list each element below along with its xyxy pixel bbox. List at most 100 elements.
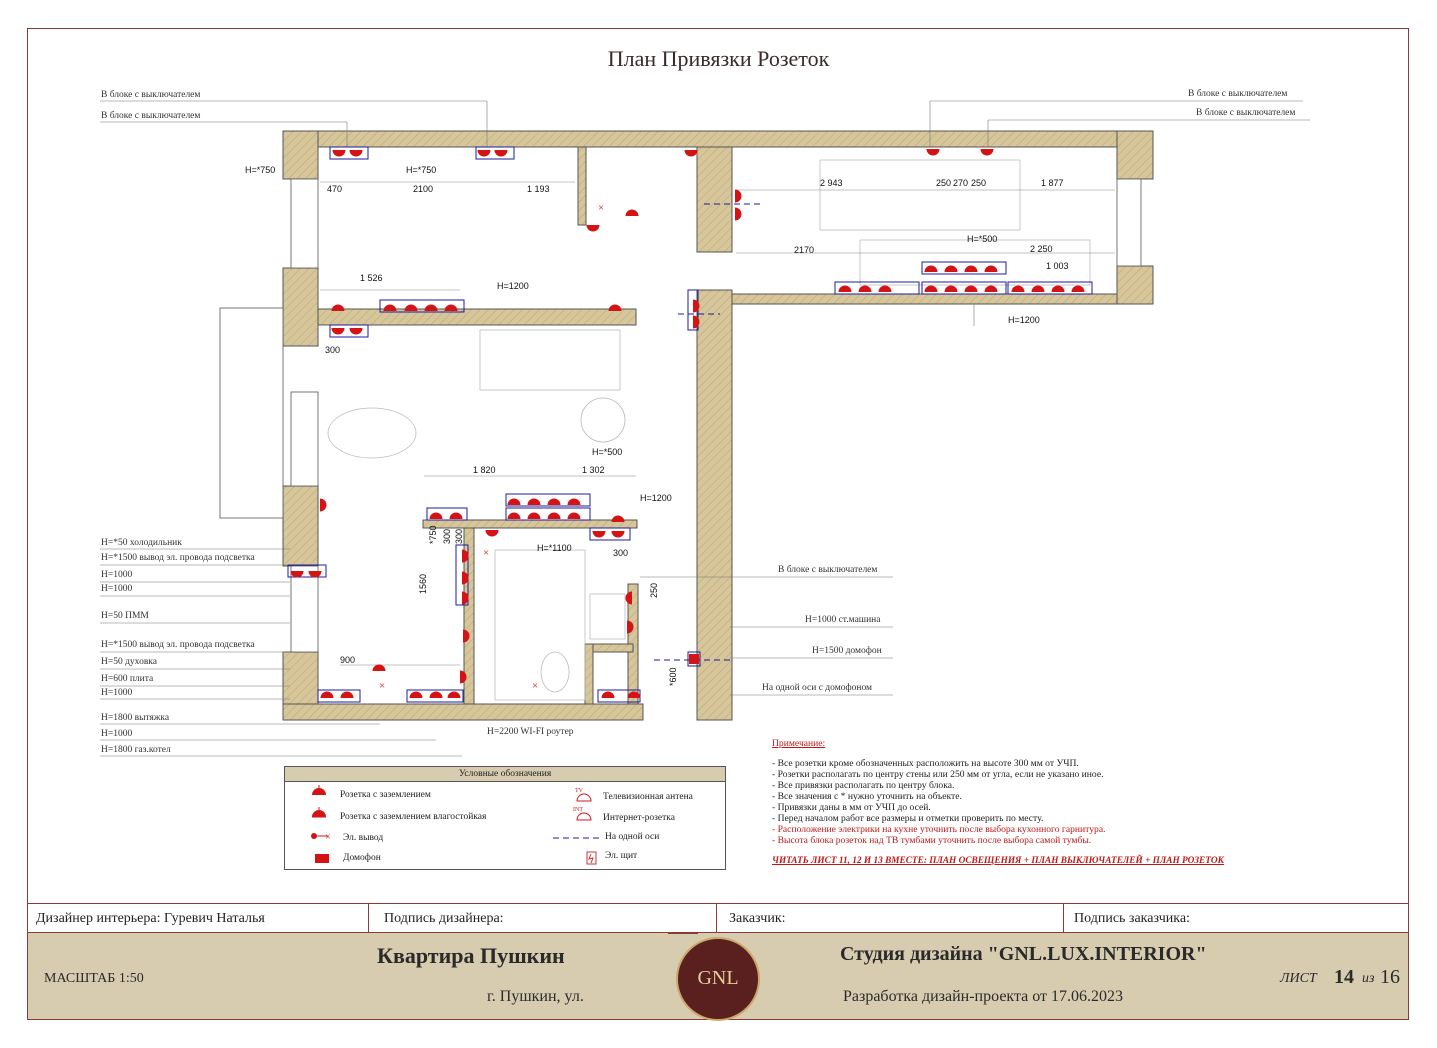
height-label: H=*1500 вывод эл. провода подсветка — [101, 553, 255, 563]
note-line-red: - Высота блока розеток над ТВ тумбами ут… — [772, 835, 1092, 846]
socket-boxes — [287, 146, 1093, 703]
furniture — [327, 159, 1091, 701]
socket-icon — [547, 498, 561, 505]
legend-label: Домофон — [343, 853, 381, 863]
sheet-number: 14 — [1334, 966, 1354, 988]
socket-icon — [625, 591, 632, 605]
legend-panel-icon — [586, 851, 597, 865]
socket-icon — [349, 328, 363, 335]
socket-icon — [984, 285, 998, 292]
dim-text: 300 — [454, 528, 464, 544]
studio-logo: GNL — [676, 937, 760, 1021]
legend-socket-wet-icon — [312, 807, 326, 818]
dim-text: 2 250 — [1030, 244, 1053, 254]
socket-icon — [320, 691, 334, 698]
windows — [219, 178, 1142, 653]
legend-socket-icon — [312, 785, 326, 795]
socket-icon — [409, 691, 423, 698]
height-label: H=1800 газ.котел — [101, 745, 171, 755]
note-line: - Перед началом работ все размеры и отме… — [772, 813, 1044, 824]
socket-icon — [567, 498, 581, 505]
height-label: H=600 плита — [101, 674, 154, 684]
socket-icon — [320, 498, 327, 512]
socket-icon — [878, 285, 892, 292]
divider — [716, 904, 717, 933]
height-label: H=50 духовка — [101, 657, 157, 667]
legend-icons: × TV INT — [311, 785, 603, 865]
legend-label: Розетка с заземлением влагостойкая — [340, 812, 487, 822]
socket-icon — [494, 150, 508, 157]
socket-icon — [290, 571, 304, 578]
height-label: H=1800 вытяжка — [101, 713, 170, 723]
notes-heading: Примечание: — [772, 738, 826, 749]
project-address: г. Пушкин, ул. — [487, 988, 584, 1005]
callout-block-switch-5: В блоке с выключателем — [778, 565, 878, 575]
dim-text: 1 193 — [527, 184, 550, 194]
socket-icon — [462, 549, 469, 563]
socket-icon — [372, 664, 386, 671]
socket-icon — [735, 207, 742, 221]
height-label: H=*1500 вывод эл. провода подсветка — [101, 640, 255, 650]
outlet-icon: × — [379, 680, 385, 692]
height-label: H=1000 — [101, 729, 133, 739]
height-label: H=1000 — [101, 570, 133, 580]
title-block-footer: МАСШТАБ 1:50 Квартира Пушкин г. Пушкин, … — [28, 933, 1408, 1021]
dim-text: 1 302 — [582, 465, 605, 475]
dimension-lines — [320, 181, 1115, 666]
socket-icon — [984, 265, 998, 272]
socket-icon — [485, 530, 499, 537]
socket-icon — [444, 304, 458, 311]
note-line: - Розетки располагать по центру стены ил… — [772, 769, 1104, 780]
socket-icon — [1011, 285, 1025, 292]
height-label: H=*50 холодильник — [101, 538, 182, 548]
legend-label: На одной оси — [605, 832, 660, 842]
legend-label: Эл. щит — [605, 851, 638, 861]
socket-icon — [735, 189, 742, 203]
sheet-label: ЛИСТ — [1280, 971, 1317, 986]
socket-icon — [331, 304, 345, 311]
socket-icon — [964, 285, 978, 292]
legend-label: Телевизионная антена — [603, 792, 693, 802]
outlet-icon: × — [483, 547, 489, 559]
leaders — [100, 100, 1310, 757]
note-line: - Все значения с * нужно уточнить на объ… — [772, 791, 962, 802]
legend-label: Розетка с заземлением — [340, 790, 431, 800]
socket-icon — [924, 265, 938, 272]
studio-name: Студия дизайна "GNL.LUX.INTERIOR" — [840, 943, 1207, 965]
dim-text: 270 — [953, 178, 969, 188]
dim-text: H=*500 — [967, 234, 998, 244]
read-sheets-note: ЧИТАТЬ ЛИСТ 11, 12 И 13 ВМЕСТЕ: ПЛАН ОСВ… — [772, 856, 1224, 866]
legend-outlet-icon: × — [311, 832, 331, 843]
walls — [282, 130, 1154, 721]
socket-icon — [527, 498, 541, 505]
dim-text: 300 — [613, 548, 629, 558]
dim-text: 300 — [442, 528, 452, 544]
dim-text: 250 — [649, 582, 659, 598]
height-label: H=50 ПММ — [101, 611, 149, 621]
callout-washer: H=1000 ст.машина — [805, 615, 881, 625]
svg-text:TV: TV — [575, 788, 584, 794]
socket-icon — [447, 691, 461, 698]
legend-internet-icon: INT — [573, 807, 592, 821]
socket-icon — [1051, 285, 1065, 292]
socket-icon — [858, 285, 872, 292]
socket-icon — [404, 304, 418, 311]
height-label: H=1000 — [101, 688, 133, 698]
of-label: из — [1362, 971, 1375, 986]
legend-label: Эл. вывод — [343, 833, 384, 843]
callout-block-switch-1: В блоке с выключателем — [101, 90, 201, 100]
socket-icon — [507, 512, 521, 519]
socket-icon — [586, 225, 600, 232]
socket-icon — [424, 304, 438, 311]
scale-label: МАСШТАБ 1:50 — [44, 971, 144, 986]
legend: Условные обозначения × TV INT Розетка с … — [284, 766, 726, 870]
socket-icon — [693, 315, 700, 329]
note-line: - Привязки даны в мм от УЧП до осей. — [772, 802, 931, 813]
dim-text: *600 — [668, 667, 678, 686]
socket-icon — [608, 304, 622, 311]
divider — [1063, 904, 1064, 933]
customer-cell: Заказчик: — [729, 911, 786, 926]
logo-text: GNL — [697, 967, 739, 989]
